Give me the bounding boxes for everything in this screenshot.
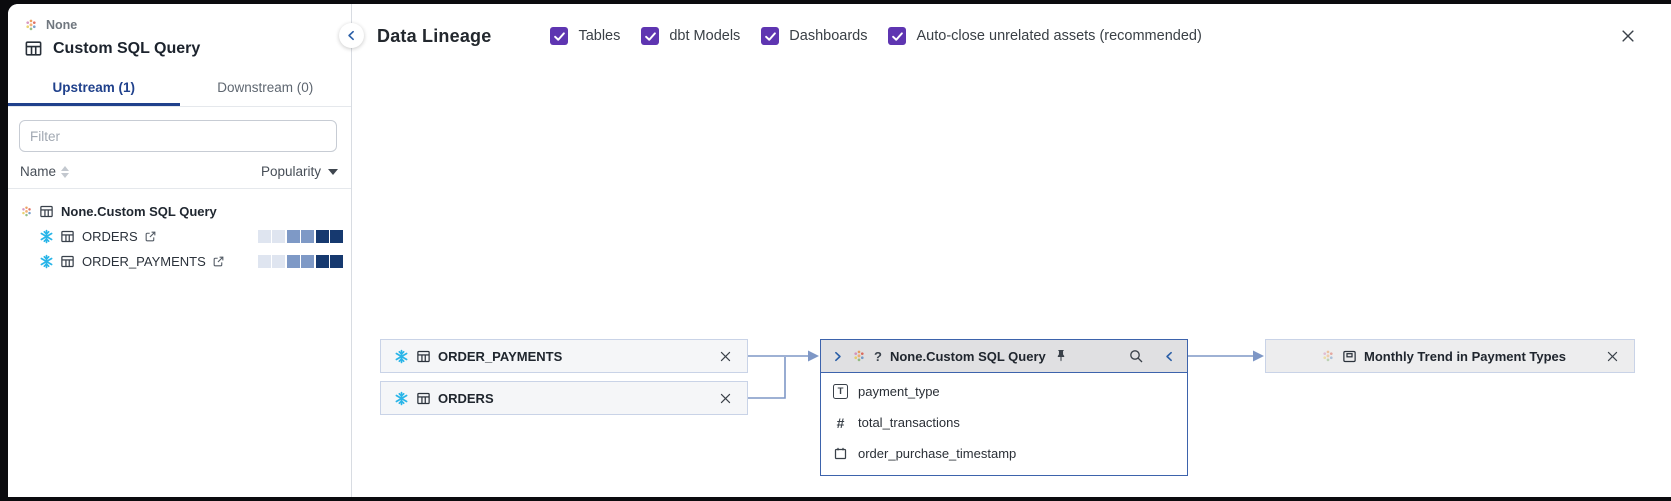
close-icon (718, 349, 733, 364)
checkbox-label: Auto-close unrelated assets (recommended… (916, 28, 1202, 44)
field-total-transactions[interactable]: # total_transactions (821, 407, 1187, 438)
tab-upstream[interactable]: Upstream (1) (8, 71, 180, 106)
dbt-flower-icon (1321, 349, 1335, 363)
table-icon (60, 254, 75, 269)
field-name: order_purchase_timestamp (858, 446, 1017, 461)
checkbox-checked-icon (550, 27, 569, 45)
remove-node-button[interactable] (1603, 347, 1622, 366)
parent-asset-label: None (46, 18, 78, 32)
node-orders[interactable]: ORDERS (380, 381, 748, 415)
edge-orders-to-center (748, 357, 786, 399)
tree-row-order-payments[interactable]: ORDER_PAYMENTS (8, 249, 351, 274)
chevron-left-icon (345, 29, 358, 42)
remove-node-button[interactable] (716, 347, 735, 366)
page-title: Data Lineage (377, 25, 492, 46)
dbt-flower-icon (20, 205, 33, 218)
checkbox-dashboards[interactable]: Dashboards (761, 27, 867, 45)
upstream-tree: None.Custom SQL Query ORDERS ORDER_PAYME… (8, 189, 351, 274)
snowflake-icon (394, 391, 409, 406)
dbt-flower-icon (852, 349, 866, 363)
lineage-main: Data Lineage Tables dbt Models Dashboard… (352, 4, 1671, 497)
filter-checkboxes: Tables dbt Models Dashboards Auto-close … (550, 27, 1202, 45)
field-order-purchase-timestamp[interactable]: order_purchase_timestamp (821, 438, 1187, 469)
close-icon (718, 391, 733, 406)
sidebar-collapse-button[interactable] (339, 23, 364, 48)
direction-tabs: Upstream (1) Downstream (0) (8, 71, 351, 107)
name-column-label: Name (20, 164, 57, 179)
lineage-toolbar: Data Lineage Tables dbt Models Dashboard… (352, 4, 1671, 49)
tab-downstream[interactable]: Downstream (0) (217, 80, 314, 95)
sidebar: None Custom SQL Query Upstream (1) Downs… (8, 4, 364, 497)
checkbox-checked-icon (888, 27, 907, 45)
checkbox-dbt-models[interactable]: dbt Models (641, 27, 740, 45)
node-label: ORDER_PAYMENTS (438, 348, 563, 364)
node-order-payments[interactable]: ORDER_PAYMENTS (380, 339, 748, 373)
filter-input[interactable] (19, 120, 337, 152)
external-link-icon[interactable] (212, 255, 225, 268)
snowflake-icon (39, 229, 54, 244)
checkbox-checked-icon (761, 27, 780, 45)
arrowhead-icon (808, 350, 819, 362)
snowflake-icon (394, 349, 409, 364)
remove-node-button[interactable] (716, 389, 735, 408)
pin-icon[interactable] (1054, 349, 1068, 363)
checkbox-label: Tables (578, 28, 621, 44)
sort-by-name[interactable]: Name (20, 164, 70, 179)
node-label: Monthly Trend in Payment Types (1364, 348, 1567, 364)
snowflake-icon (39, 254, 54, 269)
text-type-icon: T (833, 384, 848, 399)
checkbox-checked-icon (641, 27, 660, 45)
expand-upstream-icon[interactable] (831, 350, 844, 363)
calendar-icon (833, 446, 848, 461)
popularity-bar (257, 255, 343, 268)
lineage-canvas[interactable]: ORDER_PAYMENTS ORDERS ? (352, 4, 1671, 497)
center-node-header: ? None.Custom SQL Query (821, 340, 1187, 373)
dbt-flower-icon (24, 18, 38, 32)
data-lineage-panel: None Custom SQL Query Upstream (1) Downs… (8, 4, 1671, 497)
field-name: total_transactions (858, 415, 960, 430)
close-icon (1605, 349, 1620, 364)
node-monthly-trend[interactable]: Monthly Trend in Payment Types (1265, 339, 1635, 373)
close-icon (1619, 27, 1637, 45)
node-custom-sql-query[interactable]: ? None.Custom SQL Query T payment_type #… (820, 339, 1188, 476)
unknown-type-icon: ? (874, 348, 882, 364)
arrowhead-icon (1253, 350, 1264, 362)
list-column-headers: Name Popularity (8, 152, 351, 189)
dashboard-icon (1342, 349, 1357, 364)
node-label: None.Custom SQL Query (889, 348, 1046, 364)
table-icon (60, 229, 75, 244)
tree-row-orders[interactable]: ORDERS (8, 224, 351, 249)
checkbox-label: dbt Models (669, 28, 741, 44)
tree-row-label: ORDER_PAYMENTS (82, 254, 206, 269)
tree-row-root[interactable]: None.Custom SQL Query (8, 199, 351, 224)
close-panel-button[interactable] (1615, 23, 1641, 49)
caret-down-icon (328, 168, 338, 175)
checkbox-label: Dashboards (789, 28, 868, 44)
search-fields-icon[interactable] (1126, 346, 1146, 366)
asset-title-row: Custom SQL Query (24, 39, 335, 58)
tree-row-label: ORDERS (82, 229, 138, 244)
sort-by-popularity[interactable]: Popularity (261, 164, 338, 179)
node-label: ORDERS (438, 390, 494, 406)
asset-title: Custom SQL Query (53, 39, 201, 57)
center-node-fields: T payment_type # total_transactions orde… (821, 373, 1187, 475)
external-link-icon[interactable] (144, 230, 157, 243)
sort-updown-icon (61, 165, 70, 178)
tree-row-label: None.Custom SQL Query (61, 204, 217, 219)
field-name: payment_type (858, 384, 940, 399)
field-payment-type[interactable]: T payment_type (821, 376, 1187, 407)
table-icon (416, 391, 431, 406)
popularity-column-label: Popularity (260, 164, 321, 179)
popularity-bar (257, 230, 343, 243)
table-icon (39, 204, 54, 219)
table-icon (416, 349, 431, 364)
checkbox-tables[interactable]: Tables (550, 27, 620, 45)
checkbox-auto-close[interactable]: Auto-close unrelated assets (recommended… (888, 27, 1202, 45)
parent-asset: None (24, 18, 335, 32)
collapse-fields-icon[interactable] (1163, 350, 1176, 363)
table-icon (24, 39, 43, 58)
number-type-icon: # (836, 414, 845, 431)
